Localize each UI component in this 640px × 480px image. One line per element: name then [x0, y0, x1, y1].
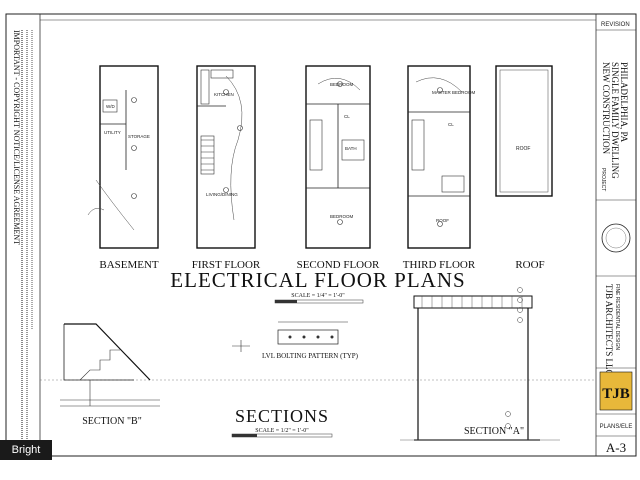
- project-line3: PHILADELPHIA, PA: [619, 62, 629, 143]
- sheet-svg: IMPORTANT - COPYRIGHT NOTICE/LICENSE AGR…: [5, 13, 637, 457]
- room-label: W/D: [106, 104, 115, 109]
- section-a-title: SECTION "A": [464, 426, 524, 437]
- room-label: STORAGE: [128, 134, 150, 139]
- sheet-border: [5, 13, 637, 457]
- revision-label: REVISION: [601, 22, 630, 28]
- architect-name: TJB ARCHITECTS LLC: [604, 284, 614, 376]
- project-label-group: PROJECT: [600, 168, 606, 191]
- architect-logo-text: TJB: [602, 386, 630, 402]
- room-label: BEDROOM: [330, 82, 354, 87]
- drawing-label: PLANS/ELE: [600, 424, 633, 430]
- section-b-drawing: [60, 323, 160, 407]
- room-label: UTILITY: [104, 130, 121, 135]
- sheet-scale: SCALE = 1/4" = 1'-0": [291, 293, 345, 299]
- room-label: ROOF: [516, 146, 530, 152]
- plan-title-basement: BASEMENT: [99, 259, 159, 271]
- room-label: ROOF: [436, 218, 449, 223]
- room-label: BATH: [345, 146, 357, 151]
- plan-roof: ROOF: [495, 65, 553, 197]
- lvl-detail-title: LVL BOLTING PATTERN (TYP): [262, 352, 359, 360]
- architect-tagline: FINE RESIDENTIAL DESIGN: [614, 284, 620, 350]
- architect-info: TJB ARCHITECTS LLC FINE RESIDENTIAL DESI…: [604, 284, 620, 376]
- watermark-badge: Bright MLS: [0, 440, 52, 476]
- room-label: BEDROOM: [330, 214, 354, 219]
- plan-title-third-floor: THIRD FLOOR: [403, 259, 476, 271]
- room-label: CL: [448, 122, 454, 127]
- title-block: [596, 29, 636, 437]
- plan-second-floor: BEDROOM CL BATH BEDROOM: [305, 65, 371, 249]
- project-info: NEW CONSTRUCTION SINGLE FAMILY DWELLING …: [601, 62, 629, 179]
- scale-bar-fill: [275, 300, 297, 303]
- plan-title-roof: ROOF: [515, 259, 544, 271]
- room-label: LIVING/DINING: [206, 192, 238, 197]
- notice-text: IMPORTANT - COPYRIGHT NOTICE/LICENSE AGR…: [12, 30, 21, 245]
- plan-first-floor: KITCHEN LIVING/DINING: [196, 65, 256, 249]
- plan-third-floor: MASTER BEDROOM CL ROOF: [407, 65, 476, 249]
- notice-fine-print: [21, 30, 33, 440]
- lvl-detail-drawing: [232, 321, 348, 352]
- sections-scale: SCALE = 1/2" = 1'-0": [255, 428, 309, 434]
- section-b-title: SECTION "B": [82, 416, 142, 427]
- plan-basement: UTILITY STORAGE W/D: [87, 65, 159, 249]
- architect-seal: [601, 223, 631, 253]
- project-label: PROJECT: [600, 168, 606, 191]
- plan-title-second-floor: SECOND FLOOR: [297, 259, 380, 271]
- project-line2: SINGLE FAMILY DWELLING: [610, 62, 620, 179]
- sheet-number: A-3: [606, 440, 626, 455]
- sections-scale-bar-fill: [232, 434, 257, 437]
- room-label: CL: [344, 114, 350, 119]
- section-a-drawing: [400, 287, 560, 441]
- architect-logo: [599, 371, 633, 411]
- room-label: KITCHEN: [214, 92, 234, 97]
- sections-title: SECTIONS: [235, 406, 329, 426]
- project-line1: NEW CONSTRUCTION: [601, 62, 611, 155]
- copyright-notice: IMPORTANT - COPYRIGHT NOTICE/LICENSE AGR…: [12, 30, 21, 245]
- plan-title-first-floor: FIRST FLOOR: [192, 259, 261, 271]
- sheet-title: ELECTRICAL FLOOR PLANS: [170, 268, 465, 292]
- room-label: MASTER BEDROOM: [432, 90, 476, 95]
- architect-seal-inner: [605, 227, 627, 249]
- drawing-sheet: IMPORTANT - COPYRIGHT NOTICE/LICENSE AGR…: [0, 13, 637, 476]
